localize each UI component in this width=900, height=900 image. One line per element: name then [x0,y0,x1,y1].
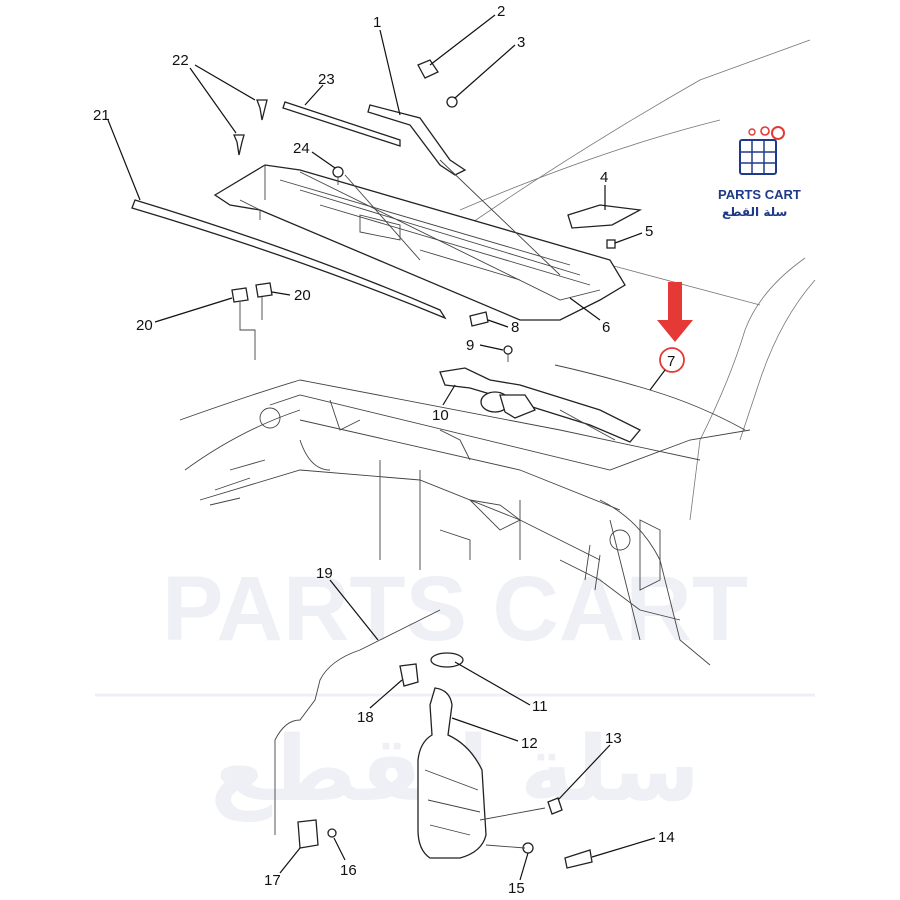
callout-14: 14 [658,829,675,846]
callout-21: 21 [93,107,110,124]
vehicle-body-outline [179,39,816,666]
callout-6: 6 [602,319,610,336]
callout-15: 15 [508,880,525,897]
red-down-arrow-icon [657,282,693,342]
callout-17: 17 [264,872,281,889]
washer-reservoir [274,609,593,869]
callout-19: 19 [316,565,333,582]
callout-11: 11 [532,698,548,715]
callout-3: 3 [517,34,525,51]
callout-2: 2 [497,3,505,20]
parts-cart-logo: PARTS CART سلة القطع [718,126,801,219]
bolts [233,99,344,185]
callout-20b: 20 [136,317,153,334]
callout-24: 24 [293,140,310,157]
small-parts-top-right [417,59,643,327]
callout-22: 22 [172,52,189,69]
wiper-arms [282,101,561,276]
gear-icon [771,126,785,140]
callout-13: 13 [605,730,622,747]
cowl-panel [213,164,626,321]
callout-labels: 1 2 3 4 5 6 8 9 10 11 12 13 14 15 16 17 … [93,3,675,897]
retainer-clips [231,282,273,360]
wiper-motor-linkage [439,345,642,443]
callout-4: 4 [600,169,608,186]
callout-5: 5 [645,223,653,240]
callout-1: 1 [373,14,381,31]
callout-7: 7 [667,353,675,370]
callout-16: 16 [340,862,357,879]
hood-seal [131,199,447,320]
callout-10: 10 [432,407,449,424]
callout-18: 18 [357,709,374,726]
basket-icon [739,126,785,175]
callout-8: 8 [511,319,519,336]
logo-text-ar: سلة القطع [722,205,787,219]
callout-7-circle [659,347,685,373]
callout-leaders [107,14,656,881]
callout-23: 23 [318,71,335,88]
callout-9: 9 [466,337,474,354]
callout-12: 12 [521,735,538,752]
highlighted-part-7: 7 [649,282,693,391]
callout-20a: 20 [294,287,311,304]
logo-text-en: PARTS CART [718,187,801,202]
watermark-text-en: PARTS CART [162,558,748,660]
